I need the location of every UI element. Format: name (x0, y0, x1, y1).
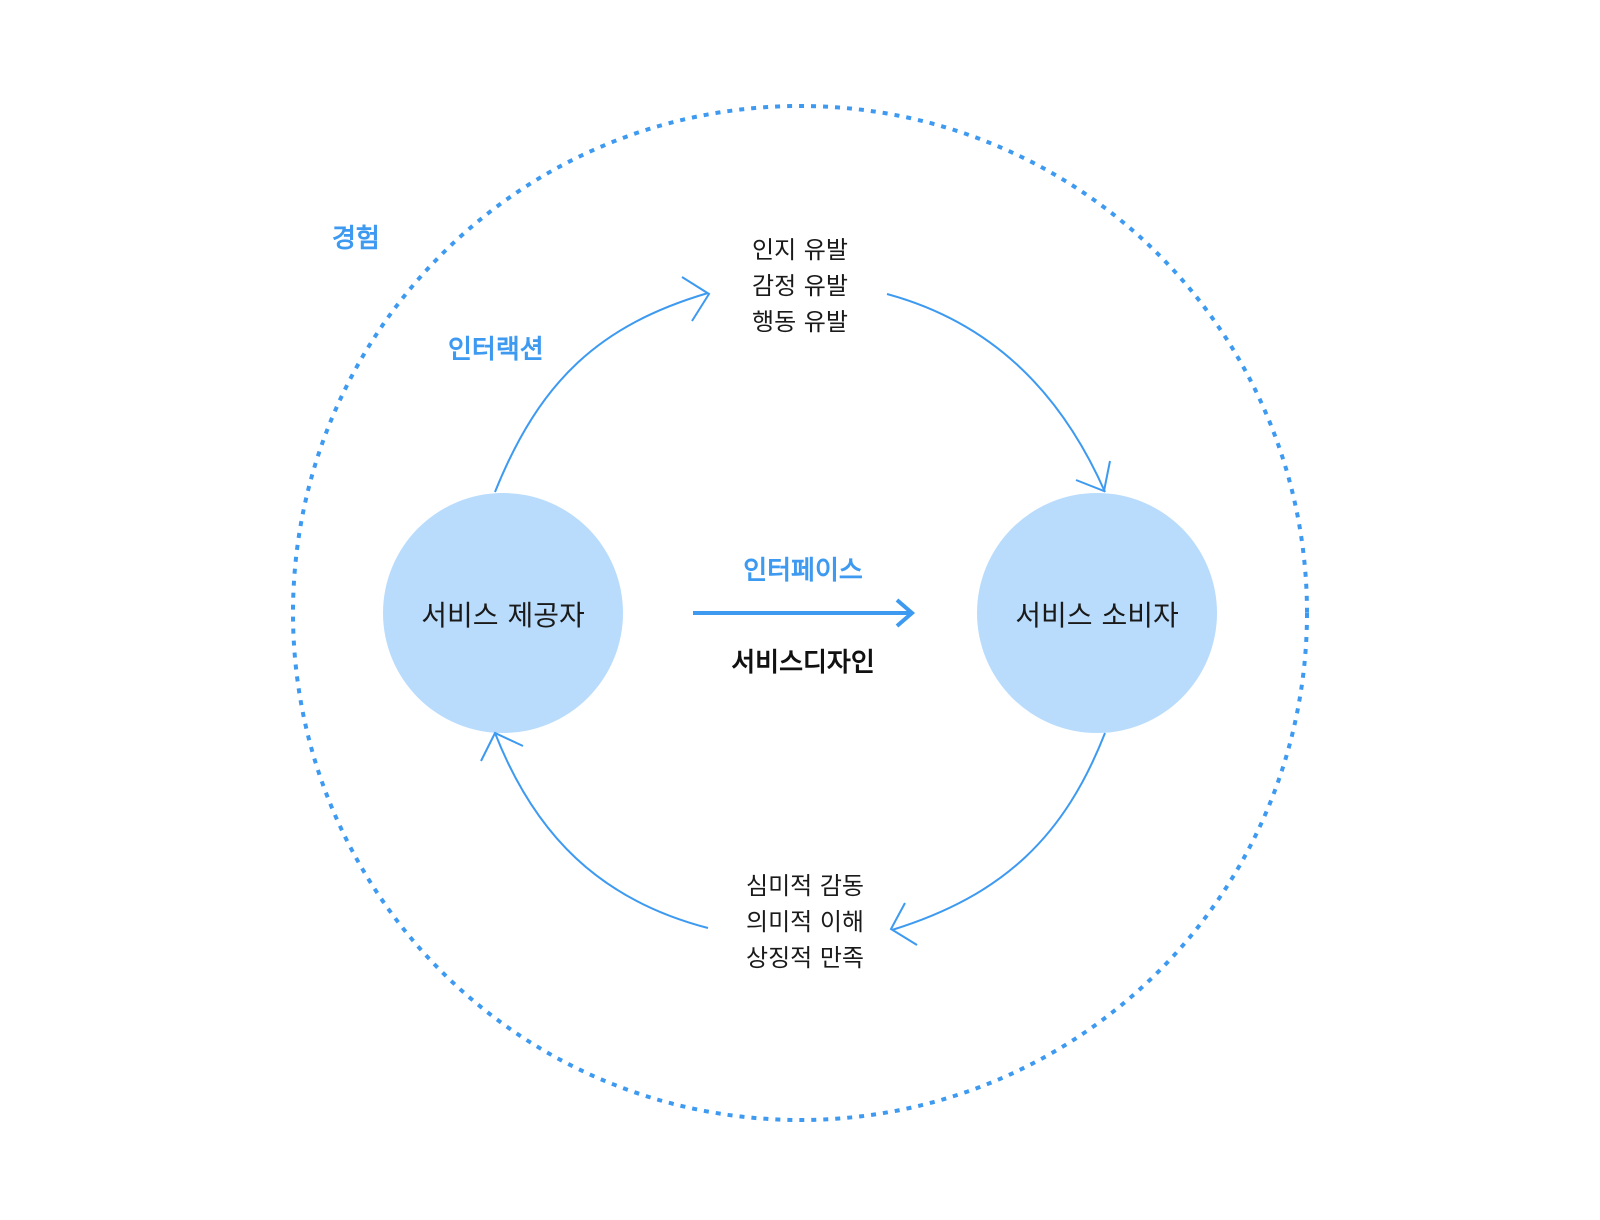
arc-consumer-to-bottom (891, 732, 1106, 931)
consumer-label: 서비스 소비자 (1015, 599, 1179, 632)
provider-label: 서비스 제공자 (421, 599, 585, 632)
provider-node-circle (383, 493, 623, 733)
arc-provider-to-top (494, 292, 709, 493)
experience-boundary-circle (291, 104, 1309, 1122)
bottom-effect-item: 상징적 만족 (745, 944, 865, 972)
arrowhead-top-right-icon (1075, 460, 1111, 493)
arc-top-to-consumer (886, 293, 1106, 493)
experience-label: 경험 (332, 224, 380, 254)
top-effect-item: 감정 유발 (752, 272, 848, 300)
interface-label: 인터페이스 (743, 556, 863, 586)
interaction-label: 인터랙션 (448, 335, 544, 365)
top-effect-item: 행동 유발 (752, 308, 848, 336)
bottom-effects-list: 심미적 감동 의미적 이해 상징적 만족 (700, 868, 910, 976)
arrowhead-bottom-right-icon (889, 902, 918, 946)
arc-bottom-to-provider (494, 732, 709, 929)
arrowhead-top-left-icon (681, 276, 711, 322)
top-effect-item: 인지 유발 (752, 236, 848, 264)
arrowhead-bottom-left-icon (480, 731, 524, 762)
bottom-effect-item: 심미적 감동 (745, 872, 865, 900)
consumer-node-circle (977, 493, 1217, 733)
service-design-caption: 서비스디자인 (731, 648, 875, 678)
top-effects-list: 인지 유발 감정 유발 행동 유발 (700, 232, 900, 340)
interface-arrowhead-icon (895, 598, 916, 628)
bottom-effect-item: 의미적 이해 (745, 908, 865, 936)
